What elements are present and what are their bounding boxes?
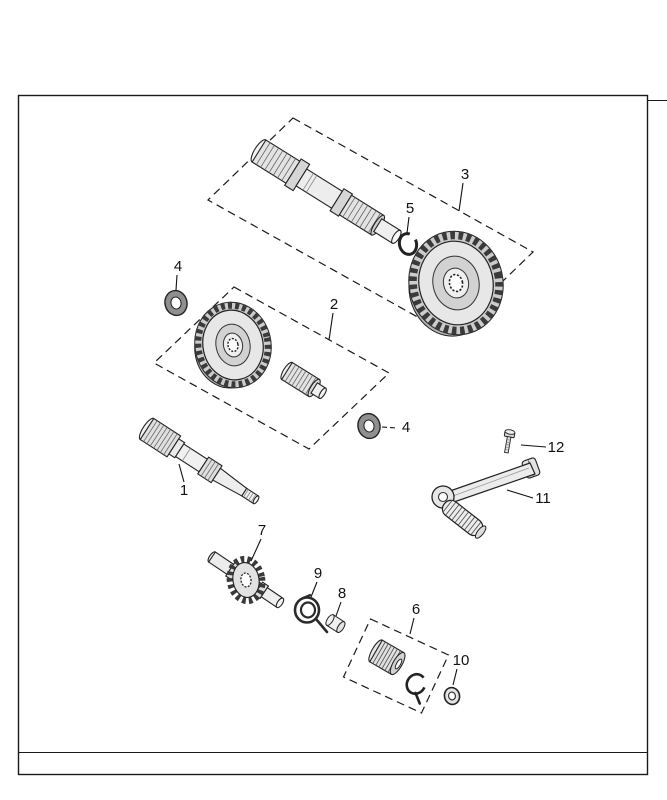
callout-labels: 1 2 3 4 4 5 6 7 8 9 10 11 12 [174, 166, 565, 669]
callout-4-right-label: 4 [402, 419, 410, 436]
leader-line-9 [310, 581, 318, 598]
thrust-washer-right [357, 412, 381, 440]
return-spring [293, 593, 329, 634]
leader-line-6 [409, 617, 415, 635]
callout-9-label: 9 [314, 565, 322, 582]
leader-line-12 [520, 444, 547, 448]
callout-2-label: 2 [330, 296, 338, 313]
callout-6-label: 6 [412, 601, 420, 618]
page-border [17, 94, 649, 776]
leader-line-3 [458, 182, 464, 212]
callout-8-label: 8 [338, 585, 346, 602]
lever-arm-ridge [452, 467, 530, 497]
leader-line-1 [178, 463, 185, 483]
lever-boss-hole [437, 491, 449, 503]
callout-10-label: 10 [453, 652, 470, 669]
mainshaft [138, 417, 260, 505]
callout-3-label: 3 [461, 166, 469, 183]
page-frame [17, 94, 667, 776]
bolt [503, 429, 516, 454]
kickstarter-lever [431, 457, 541, 539]
callout-11-label: 11 [535, 490, 551, 507]
leader-lines [175, 182, 547, 686]
snap-ring [405, 672, 427, 705]
callout-1-label: 1 [180, 482, 188, 499]
idler-gear [194, 301, 272, 389]
group-box-idler-gear [152, 286, 391, 450]
callout-7-label: 7 [258, 522, 266, 539]
callout-5-label: 5 [406, 200, 414, 217]
spline-collar [280, 361, 327, 400]
leader-line-11 [506, 489, 534, 499]
group-box-kick-pinion [342, 618, 450, 714]
leader-line-10 [452, 668, 458, 686]
leader-line-5 [406, 216, 410, 234]
lever-arm [449, 462, 536, 503]
kickstarter-pinion [368, 639, 406, 676]
leader-line-7 [250, 538, 262, 562]
lever-grip [441, 499, 487, 539]
leader-line-8 [335, 601, 342, 617]
bushing [325, 614, 346, 633]
washer-small [443, 686, 461, 706]
spacer-ring [397, 232, 419, 256]
final-driven-gear [408, 230, 504, 337]
leader-line-2 [328, 312, 334, 341]
countershaft [250, 139, 402, 244]
callout-4-left-label: 4 [174, 258, 182, 275]
leader-line-4-left [175, 274, 178, 291]
thrust-washer-left [164, 289, 188, 317]
leader-line-4-right [381, 426, 398, 429]
callout-12-label: 12 [548, 439, 565, 456]
